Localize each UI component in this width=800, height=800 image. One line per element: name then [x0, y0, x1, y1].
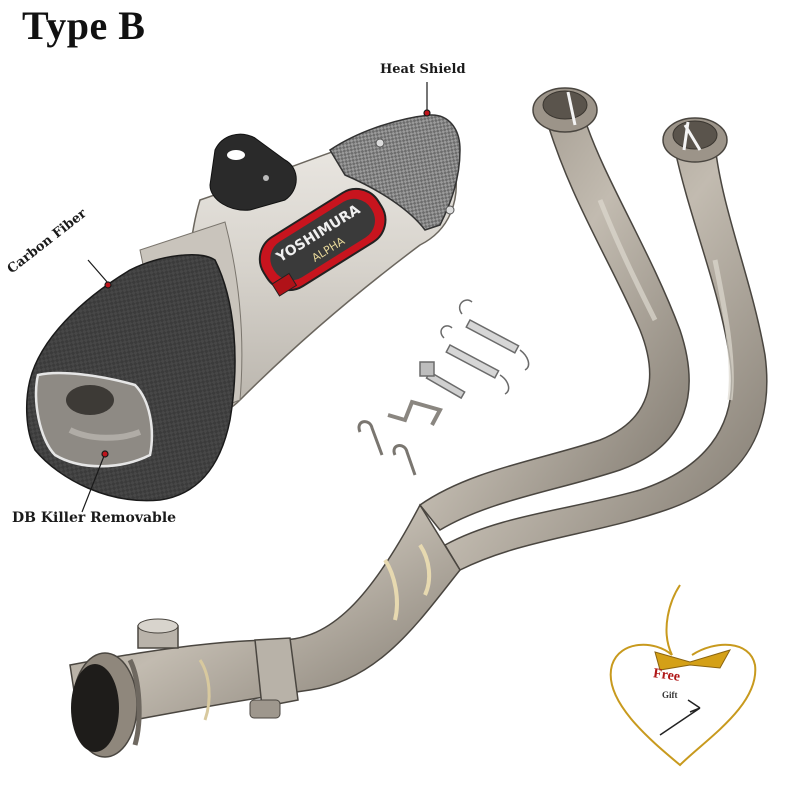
- page-title: Type B: [22, 3, 146, 48]
- muffler: [25, 114, 461, 502]
- annotation-arrows: [81, 82, 431, 513]
- bolt: [419, 361, 466, 400]
- hardware-kit: [357, 299, 530, 476]
- db-killer-arrow: [81, 455, 105, 513]
- db-killer-label: DB Killer Removable: [12, 510, 177, 526]
- clip-1: [357, 420, 384, 456]
- yoshimura-badge: YOSHIMURA ALPHA: [258, 187, 387, 297]
- free-gift-heart: [609, 584, 757, 767]
- spring-1: [458, 299, 530, 371]
- heat-shield-label: Heat Shield: [380, 62, 466, 77]
- clip-2: [392, 444, 417, 476]
- z-bracket: [387, 399, 443, 426]
- gift-gift-text: Gift: [662, 690, 678, 700]
- link-pipe: [69, 503, 461, 758]
- header-pipes: [418, 87, 768, 571]
- tool-icon: [659, 699, 701, 736]
- spring-2: [440, 325, 510, 395]
- carbon-fiber-arrow: [87, 259, 109, 284]
